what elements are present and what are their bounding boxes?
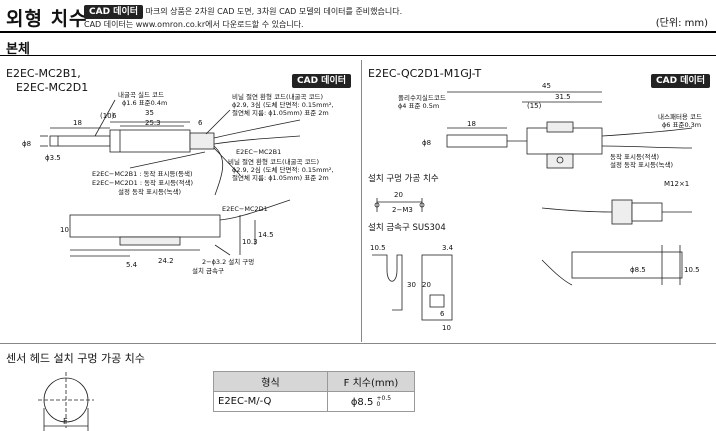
indicator-d1: E2EC−MC2D1 : 동작 표시등(적색)	[92, 179, 194, 187]
r-dim-10-5: 10.5	[370, 244, 386, 252]
cell-f: ϕ8.5 +0.5 0	[326, 391, 416, 412]
cable3-label-c: 절연체 지름: ϕ1.05mm) 표준 2m	[232, 174, 329, 182]
dim-25-3: 25.3	[145, 119, 161, 127]
r-ind-a: 동작 표시등(적색)	[610, 153, 659, 161]
r-dim-6: 6	[440, 310, 445, 318]
r-cable2-b: ϕ6 표준0.3m	[662, 121, 702, 129]
unit-label: (단위: mm)	[655, 18, 708, 29]
dim-phi8: ϕ8	[22, 140, 31, 148]
r-cable1-b: ϕ4 표준 0.5m	[398, 102, 440, 110]
cell-model: E2EC-M/-Q	[213, 391, 328, 412]
model-b1-tag: E2EC−MC2B1	[236, 148, 282, 156]
cell-f-value: ϕ8.5	[350, 396, 374, 408]
connector-label: M12×1	[664, 180, 690, 188]
bracket-note: 설치 금속구	[192, 267, 224, 275]
cable3-label-a: 비닐 절연 환형 코드(내굴곡 코드)	[228, 158, 320, 166]
cad-note-line2: CAD 데이터는 www.omron.co.kr에서 다운로드할 수 있습니다.	[84, 20, 304, 29]
horizontal-divider	[0, 343, 716, 344]
r-dim-phi8: ϕ8	[422, 139, 431, 147]
col-model-h: 형식	[213, 371, 328, 392]
table-row: E2EC-M/-Q ϕ8.5 +0.5 0	[213, 391, 416, 412]
cad-badge[interactable]: CAD 데이터	[84, 5, 144, 19]
r-dim-31-5: 31.5	[555, 93, 571, 101]
r-dim-30: 30	[407, 281, 416, 289]
page-title: 외형 치수	[6, 8, 88, 30]
left-cad-badge[interactable]: CAD 데이터	[292, 74, 352, 88]
right-model: E2EC-QC2D1-M1GJ-T	[368, 67, 482, 80]
r-dim-20: 20	[394, 191, 403, 199]
r-dim-45: 45	[542, 82, 551, 90]
r-cable2-a: 내스패터용 코드	[658, 113, 702, 121]
r-ind-b: 설정 동작 표시등(녹색)	[610, 161, 674, 169]
dim-24-2: 24.2	[158, 257, 174, 265]
cable1-label-a: 내굴곡 실드 코드	[118, 91, 164, 99]
right-drawing: 45 31.5 (15) 18 ϕ8 20 2−M3 10.5 3.4 30 2…	[370, 82, 700, 332]
r-dim-phi8-5: ϕ8.5	[630, 266, 646, 274]
r-dim-20b: 20	[422, 281, 431, 289]
f-label: F	[63, 417, 68, 426]
bracket-title: 설치 금속구 SUS304	[368, 223, 446, 233]
dim-phi3-5: ϕ3.5	[45, 154, 61, 162]
header-rule	[0, 31, 716, 33]
left-model-2: E2EC-MC2D1	[16, 81, 89, 94]
cad-note: CAD 데이터 마크의 상품은 2차원 CAD 도면, 3차원 CAD 모델의 …	[84, 5, 402, 30]
dim-6b: 6	[198, 119, 203, 127]
cable3-label-b: ϕ2.9, 2심 (도체 단면적: 0.15mm²,	[232, 166, 334, 174]
indicator-setting: 설정 동작 표시등(녹색)	[118, 188, 182, 196]
hole-diagram: F	[38, 372, 94, 431]
cable2-label-a: 비닐 절연 환형 코드(내굴곡 코드)	[232, 93, 324, 101]
r-dim-15: (15)	[527, 102, 542, 110]
r-dim-10-5b: 10.5	[684, 266, 700, 274]
r-dim-10: 10	[442, 324, 451, 332]
cable2-label-c: 절연체 지름: ϕ1.05mm) 표준 2m	[232, 109, 329, 117]
tol-minus: 0	[376, 400, 381, 408]
right-cad-badge[interactable]: CAD 데이터	[651, 74, 711, 88]
cad-note-line1: 마크의 상품은 2차원 CAD 도면, 3차원 CAD 모델의 데이터를 준비했…	[145, 7, 403, 16]
r-cable1-a: 폴리수지실드코드	[398, 94, 446, 102]
hole-note: 2−ϕ3.2 설치 구멍	[202, 258, 255, 266]
r-dim-18: 18	[467, 120, 476, 128]
dim-10b: 10	[60, 226, 69, 234]
dim-18: 18	[73, 119, 82, 127]
indicator-b1: E2EC−MC2B1 : 동작 표시등(등색)	[92, 170, 193, 178]
hole-title: 설치 구멍 가공 치수	[368, 174, 439, 184]
cable2-label-b: ϕ2.9, 3심 (도체 단면적: 0.15mm²,	[232, 101, 334, 109]
model-d1-tag: E2EC−MC2D1	[222, 205, 268, 213]
dim-35: 35	[145, 109, 154, 117]
col-f: F 치수(mm)	[326, 371, 416, 392]
spec-table-full: 형식 F 치수(mm) E2EC-M/-Q ϕ8.5 +0.5 0	[213, 371, 416, 412]
hole-section-title: 센서 헤드 설치 구멍 가공 치수	[6, 352, 145, 365]
dim-10-3: 10.3	[242, 238, 258, 246]
dim-10: (10)	[100, 112, 115, 120]
dim-6: 6	[112, 112, 117, 120]
section-rule	[0, 55, 716, 56]
r-dim-3-4: 3.4	[442, 244, 454, 252]
vertical-divider	[361, 60, 362, 342]
dim-14-5: 14.5	[258, 231, 274, 239]
r-dim-m3: 2−M3	[392, 206, 413, 214]
left-model-1: E2EC-MC2B1,	[6, 67, 81, 80]
dim-5-4: 5.4	[126, 261, 138, 269]
section-main: 본체	[6, 42, 30, 57]
cable1-label-b: ϕ1.6 표준0.4m	[122, 99, 168, 107]
left-drawing: 18 (10) 6 35 25.3 6 ϕ8 ϕ3.5 10 5.4 24.2 …	[22, 99, 301, 269]
tol-plus: +0.5	[376, 394, 392, 402]
